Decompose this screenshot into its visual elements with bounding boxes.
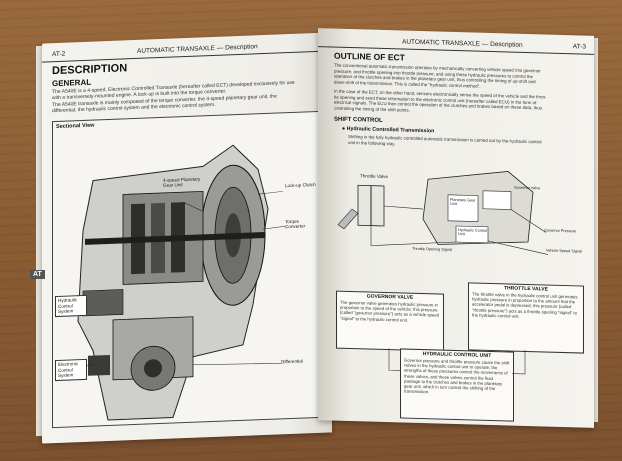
right-header-title: AUTOMATIC TRANSAXLE — Description	[402, 38, 523, 49]
left-page-number: AT-2	[52, 50, 66, 59]
label-hydraulic-control: Hydraulic Control Unit	[458, 228, 488, 237]
subsection-general: GENERAL	[52, 77, 92, 89]
hydraulic-control-unit-box: HYDRAULIC CONTROL UNIT Governor pressure…	[400, 348, 514, 422]
left-page: AT-2 AUTOMATIC TRANSAXLE — Description D…	[42, 32, 332, 444]
callout-torque-converter: Torque Converter	[285, 218, 306, 230]
label-governor: Governor Valve	[514, 185, 541, 191]
at-section-tab: AT	[30, 270, 45, 279]
governor-valve-text: The governor valve generates hydraulic p…	[340, 299, 440, 323]
callout-planetary-gear-unit: 4-speed Planetary Gear Unit	[163, 176, 201, 189]
right-page: AUTOMATIC TRANSAXLE — Description AT-3 O…	[318, 28, 594, 428]
hcu-text: Governor pressure and throttle pressure …	[404, 357, 510, 395]
general-paragraph: The A540E is a 4-speed, Electronic Contr…	[52, 79, 328, 115]
outline-paragraph-1: The conventional automatic transmission …	[334, 63, 588, 92]
section-title-outline-of-ect: OUTLINE OF ECT	[334, 50, 405, 63]
left-header-title: AUTOMATIC TRANSAXLE — Description	[137, 43, 258, 55]
hydraulic-controlled-transmission-heading: ● Hydraulic Controlled Transmission	[342, 125, 435, 135]
shift-control-heading: SHIFT CONTROL	[334, 116, 383, 124]
right-page-number: AT-3	[572, 43, 586, 51]
hydraulic-control-diagram	[337, 171, 549, 255]
sectional-view-figure: Sectional View	[52, 110, 322, 429]
open-manual-book: AT-2 AUTOMATIC TRANSAXLE — Description D…	[30, 22, 600, 444]
section-title-description: DESCRIPTION	[52, 62, 128, 78]
bullet-label: Hydraulic Controlled Transmission	[346, 125, 435, 135]
governor-valve-box: GOVERNOR VALVE The governor valve genera…	[336, 290, 444, 352]
throttle-valve-text: The throttle valve in the hydraulic cont…	[472, 291, 578, 319]
label-throttle-valve: Throttle Valve	[360, 173, 388, 180]
transaxle-cutaway-drawing	[77, 144, 286, 421]
callout-hydraulic-control-system: Hydraulic Control System	[55, 294, 87, 317]
label-planetary-gear: Planetary Gear Unit	[450, 197, 476, 207]
outline-paragraph-2: In the case of the ECT, on the other han…	[334, 89, 588, 118]
throttle-valve-box: THROTTLE VALVE The throttle valve in the…	[468, 282, 584, 354]
left-page-header: AT-2 AUTOMATIC TRANSAXLE — Description	[42, 38, 332, 63]
callout-electronic-control-system: Electronic Control System	[55, 358, 87, 381]
